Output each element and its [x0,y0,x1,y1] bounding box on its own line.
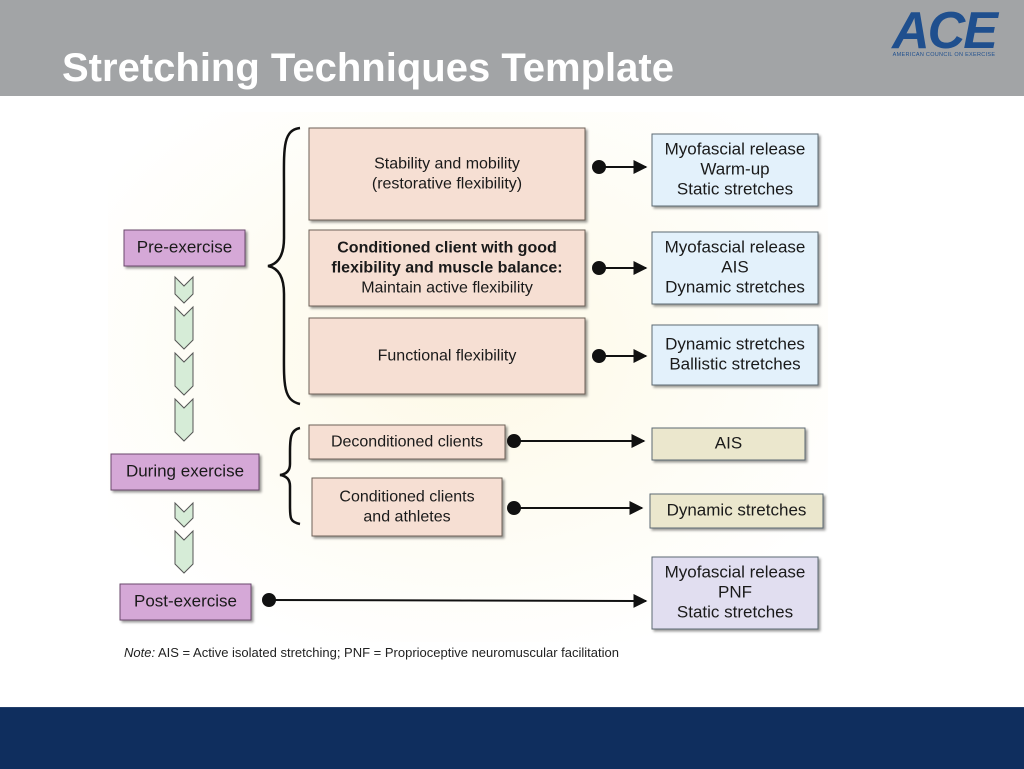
technique-label: Static stretches [677,179,793,198]
technique-box [651,556,819,630]
technique-label: AIS [715,433,742,452]
slide-header: Stretching Techniques Template ACE AMERI… [0,0,1024,96]
technique-label: Myofascial release [665,237,806,256]
flow-down-arrow [174,305,194,350]
logo-text: ACE [892,2,998,60]
flow-down-arrow [174,501,194,528]
technique-box [651,231,819,305]
goal-label: Deconditioned clients [331,433,483,450]
technique-box [651,324,819,386]
phase-label: During exercise [126,461,244,480]
technique-label: Myofascial release [665,562,806,581]
goal-boxes: Stability and mobility (restorative flexi… [308,127,586,537]
technique-label: Static stretches [677,602,793,621]
phase-flow-arrows [174,275,194,574]
technique-box [651,133,819,207]
connectors [262,160,648,608]
goal-label: (restorative flexibility) [372,175,522,192]
slide-title: Stretching Techniques Template [62,46,674,90]
phase-box [119,583,252,621]
goal-label: Stability and mobility [374,155,520,172]
connector-arrow [268,593,648,608]
goal-label: and athletes [363,508,450,525]
goal-label: flexibility and muscle balance: [331,259,562,276]
technique-label: Ballistic stretches [669,354,800,373]
technique-box [649,493,824,529]
flow-down-arrow [174,397,194,442]
goal-box [308,127,586,221]
phase-label: Pre-exercise [137,237,232,256]
goal-label: Maintain active flexibility [361,279,533,296]
brace-during-exercise [279,426,301,526]
note-label: Note: [124,645,156,660]
slide-footer [0,707,1024,769]
technique-label: PNF [718,582,752,601]
technique-label: Dynamic stretches [665,334,805,353]
brace-pre-exercise [267,126,301,406]
goal-box [308,317,586,395]
goal-label: Functional flexibility [378,347,517,364]
goal-box [308,424,506,460]
technique-label: Myofascial release [665,139,806,158]
flow-down-arrow [174,275,194,304]
phase-box [123,229,246,267]
goal-label: Conditioned client with good [337,239,557,256]
note-text: AIS = Active isolated stretching; PNF = … [155,645,619,660]
technique-label: AIS [721,257,748,276]
goal-box [311,477,503,537]
technique-label: Dynamic stretches [665,277,805,296]
technique-label: Warm-up [700,159,769,178]
flow-down-arrow [174,351,194,396]
phase-box [110,453,260,491]
goal-box [308,229,586,307]
ace-logo: ACE AMERICAN COUNCIL ON EXERCISE [872,2,1016,62]
flow-down-arrow [174,529,194,574]
logo-subtitle: AMERICAN COUNCIL ON EXERCISE [892,52,996,58]
phase-label: Post-exercise [134,591,237,610]
technique-box [651,427,806,461]
technique-label: Dynamic stretches [667,500,807,519]
goal-label: Conditioned clients [339,488,474,505]
diagram-note: Note: AIS = Active isolated stretching; … [124,645,619,660]
